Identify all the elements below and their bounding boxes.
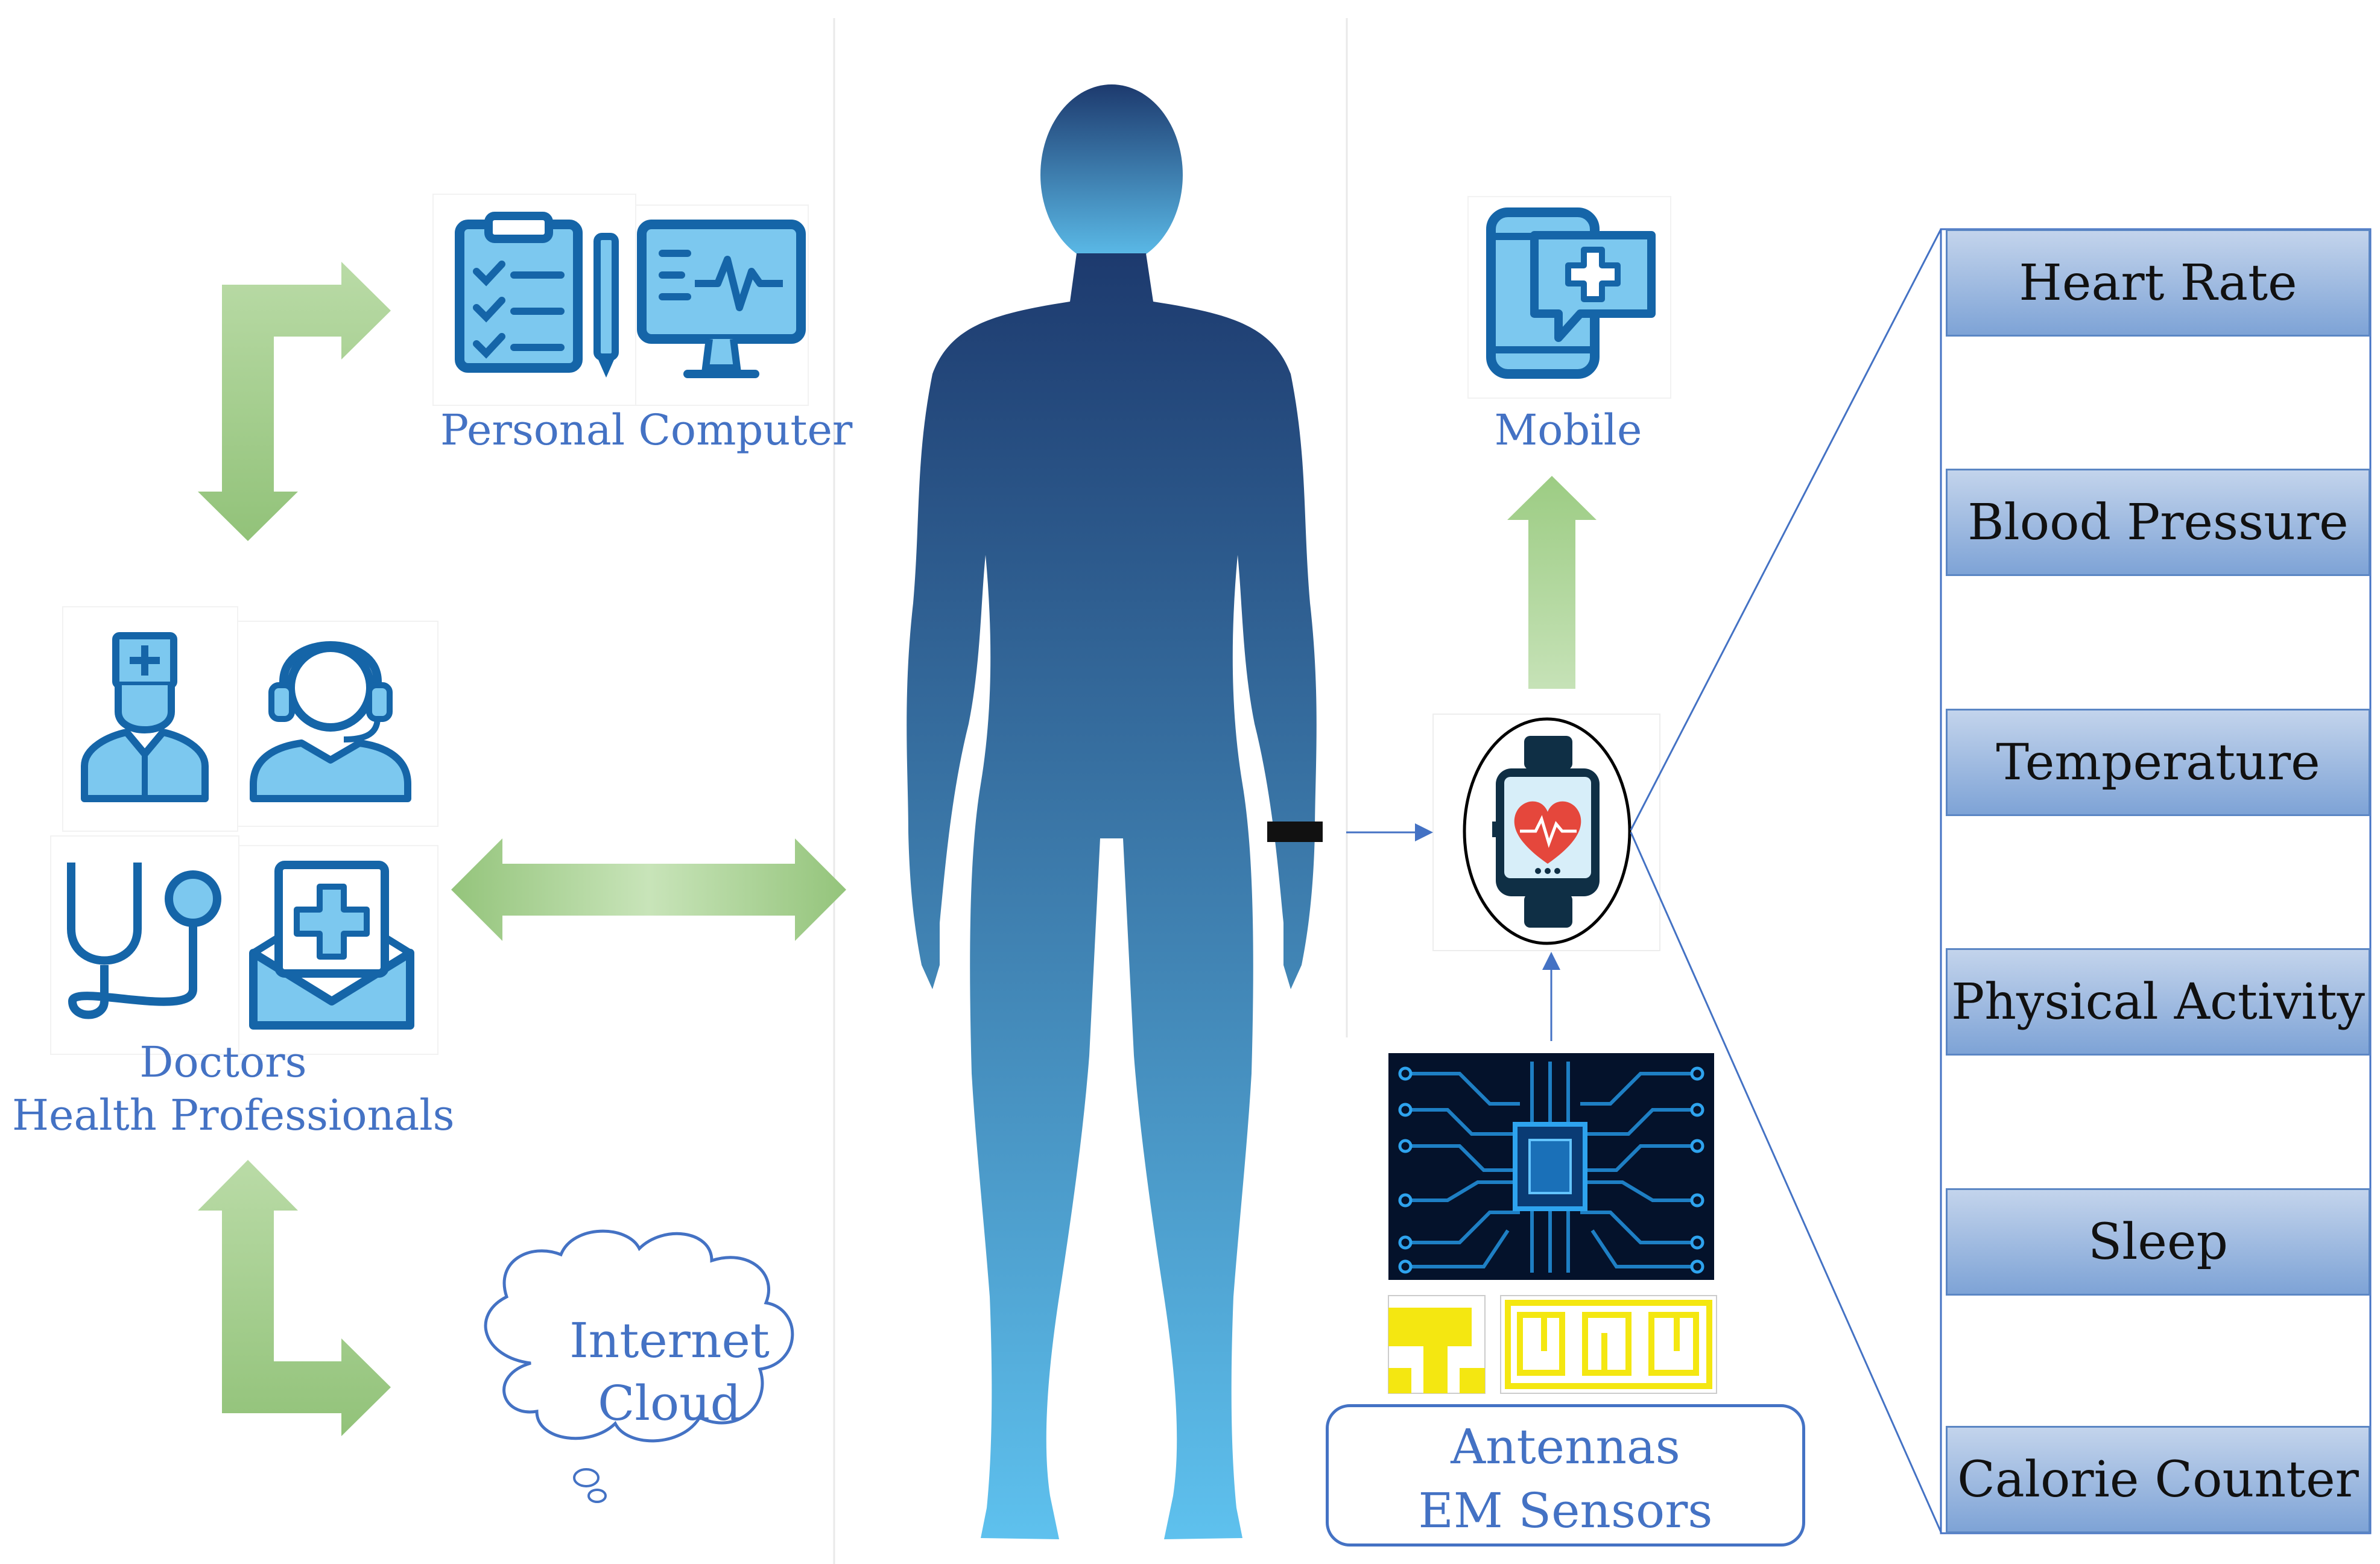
label-health-professionals: Health Professionals	[12, 1091, 455, 1140]
antenna-patterns	[1388, 1295, 1717, 1394]
wrist-band	[1267, 822, 1323, 842]
label-doctors: Doctors	[139, 1037, 307, 1087]
label-internet: Internet	[569, 1312, 770, 1369]
label-personal-computer: Personal Computer	[440, 405, 853, 455]
parameter-heart-rate: Heart Rate	[1946, 229, 2370, 337]
arrow-doctors-body-bidirectional	[451, 838, 846, 941]
arrow-doctors-to-computer	[198, 262, 391, 541]
parameter-column	[1940, 228, 2372, 1534]
parameter-physical-activity: Physical Activity	[1946, 948, 2370, 1056]
human-body-silhouette	[907, 84, 1323, 1539]
circuit-board-image	[1388, 1053, 1714, 1280]
label-antennas: Antennas	[1451, 1419, 1680, 1475]
label-mobile: Mobile	[1494, 405, 1642, 455]
sensors-label-box	[1326, 1404, 1805, 1547]
zoom-line-bottom	[1630, 832, 1942, 1533]
doctors-icon	[50, 606, 438, 1055]
parameter-sleep: Sleep	[1946, 1188, 2370, 1296]
label-cloud: Cloud	[598, 1375, 741, 1431]
arrow-watch-to-mobile	[1507, 476, 1597, 689]
parameter-calorie-counter: Calorie Counter	[1946, 1426, 2370, 1533]
parameter-blood-pressure: Blood Pressure	[1946, 469, 2370, 576]
zoom-line-top	[1630, 229, 1942, 831]
arrow-doctors-to-cloud	[198, 1160, 391, 1436]
parameter-temperature: Temperature	[1946, 709, 2370, 816]
smartwatch-icon	[1432, 714, 1660, 951]
label-em-sensors: EM Sensors	[1418, 1483, 1713, 1539]
mobile-icon	[1467, 196, 1671, 399]
internet-cloud-icon	[484, 1229, 794, 1503]
personal-computer-icon	[432, 194, 809, 406]
